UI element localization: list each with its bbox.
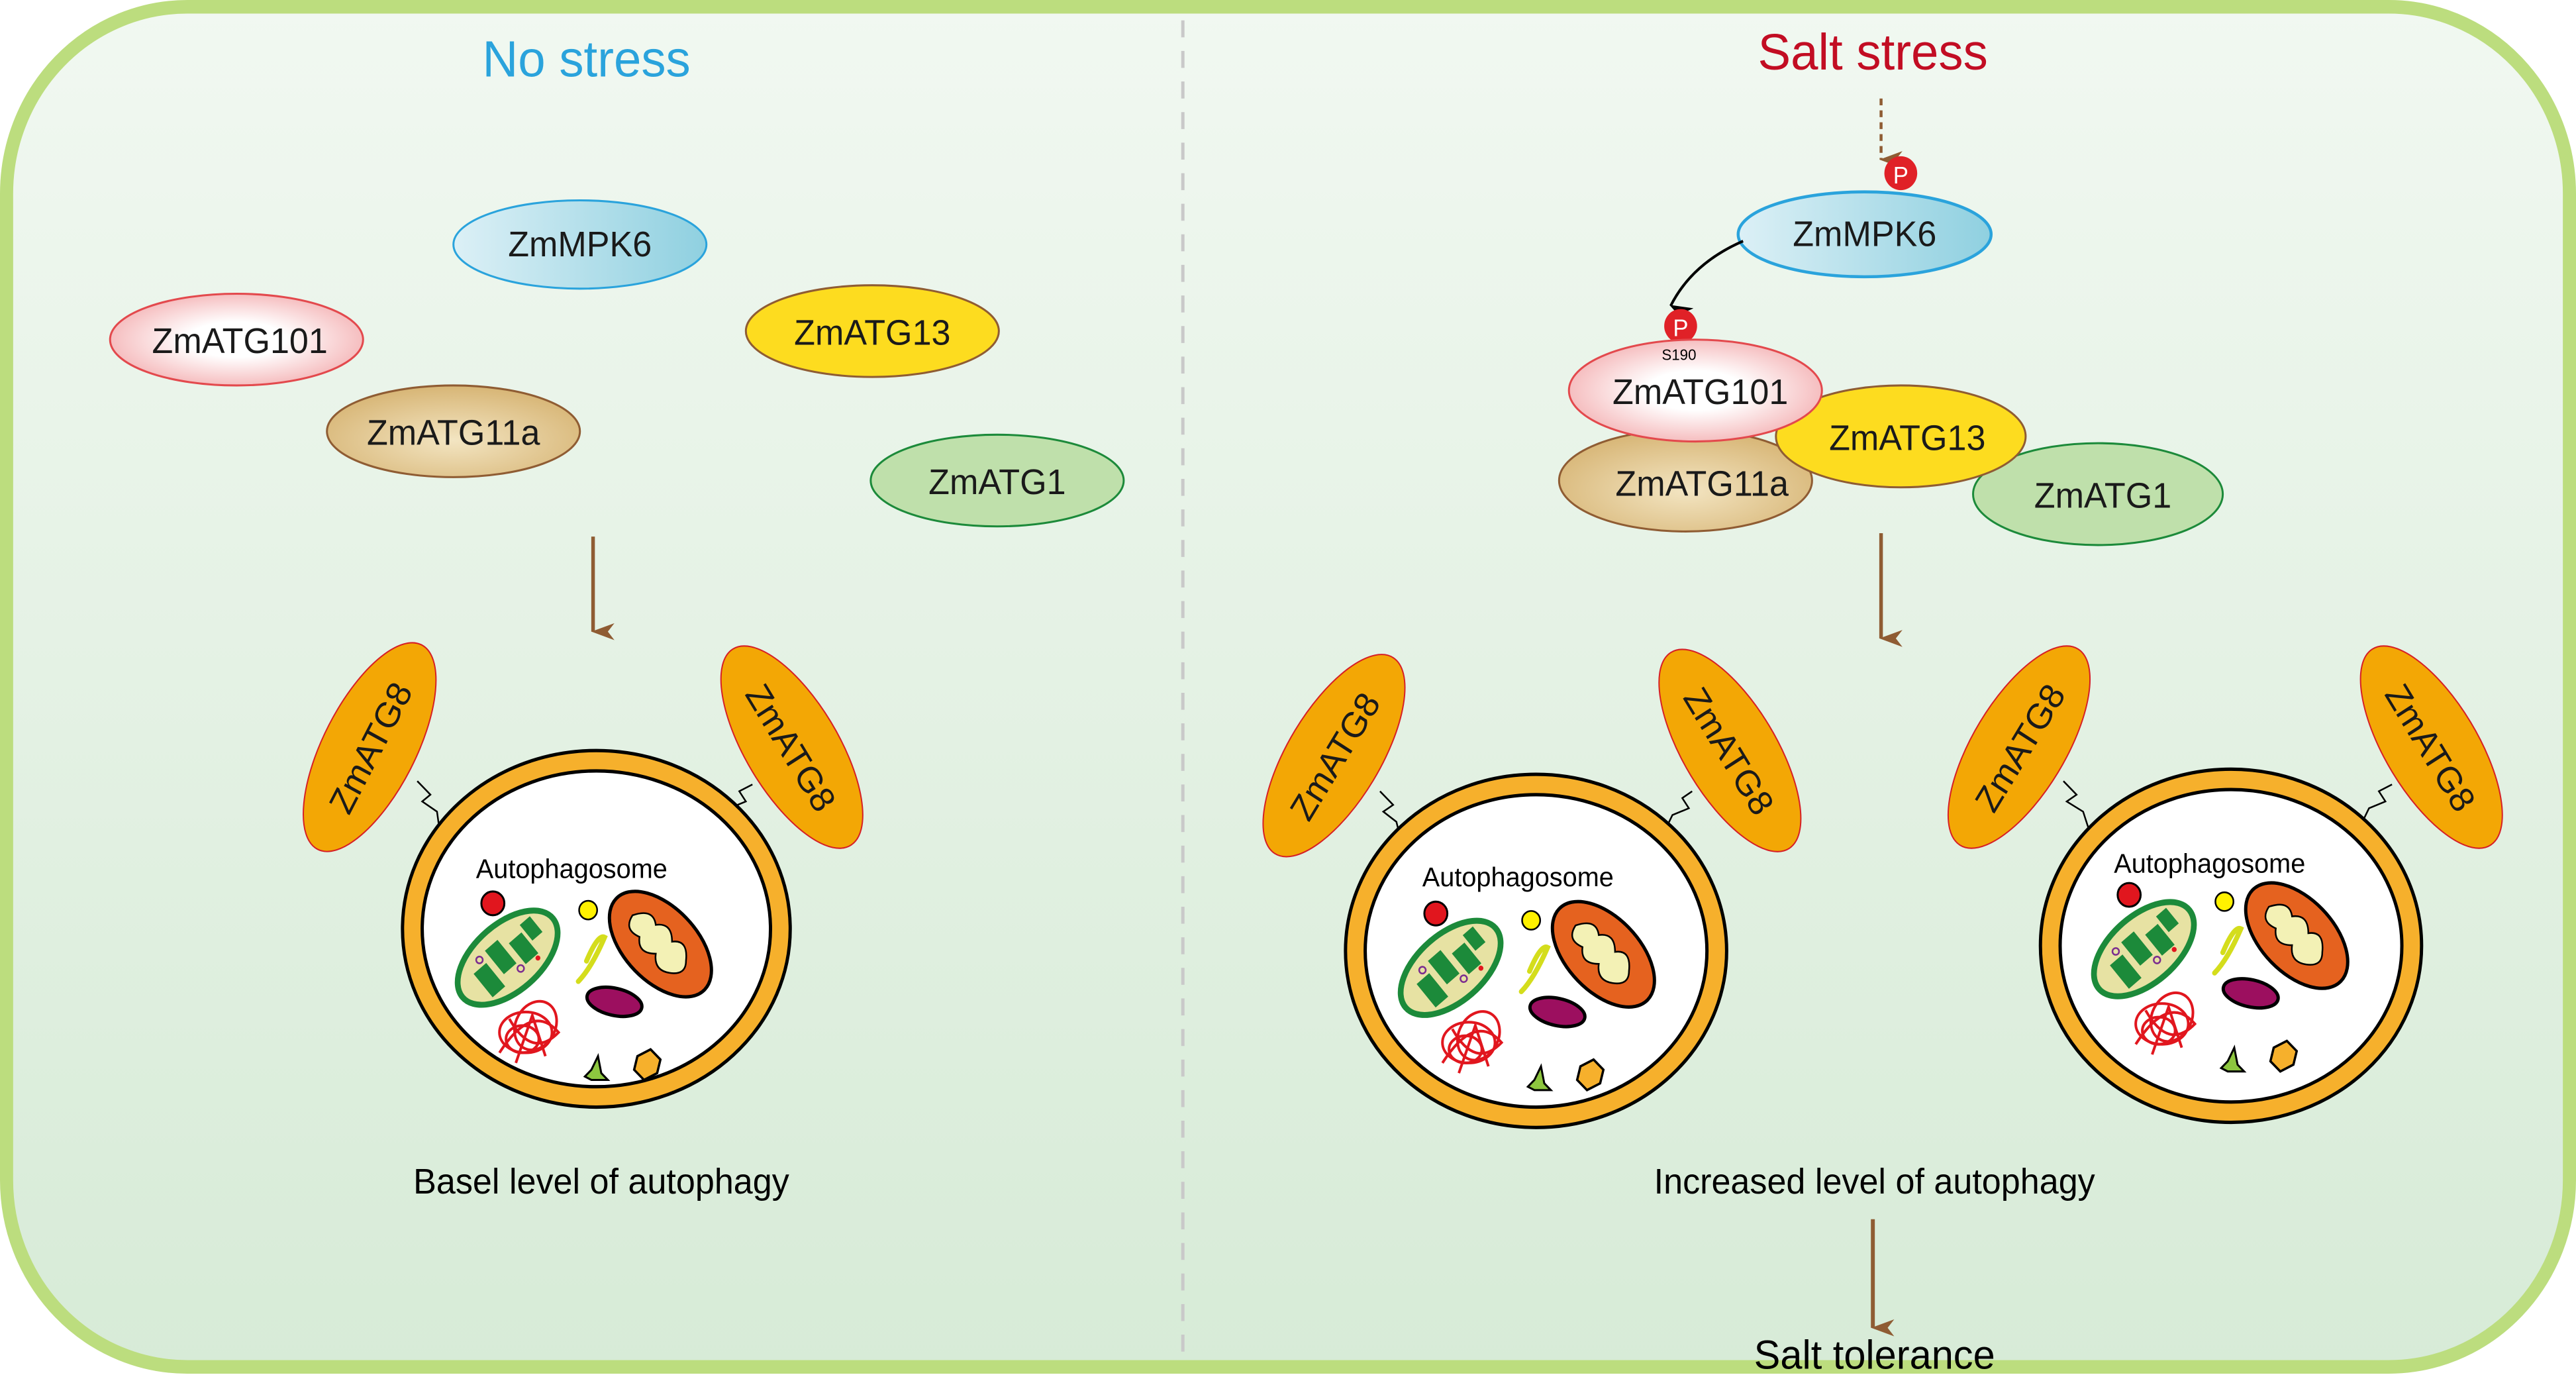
caption-basal-autophagy: Basel level of autophagy xyxy=(413,1162,789,1201)
linker-right-4 xyxy=(2358,784,2393,829)
protein-zmatg13: ZmATG13 xyxy=(744,284,1000,378)
protein-zmatg13-complex: ZmATG13 xyxy=(1775,384,2027,489)
protein-zmmpk6: ZmMPK6 xyxy=(452,199,708,290)
protein-zmatg1-complex: ZmATG1 xyxy=(1972,442,2224,546)
panel-salt-stress: Salt stress P ZmMPK6 ZmATG11a ZmATG1 ZmA… xyxy=(1262,24,2503,1377)
label-zmatg11a: ZmATG11a xyxy=(1615,464,1789,504)
protein-zmatg11a: ZmATG11a xyxy=(326,384,581,478)
autophagosome-left: Autophagosome xyxy=(401,748,792,1109)
label-zmatg1: ZmATG1 xyxy=(928,462,1065,502)
protein-zmatg101: ZmATG101 xyxy=(109,292,364,387)
phospho-label: P xyxy=(1673,315,1688,342)
arrow-phosphorylation xyxy=(1669,240,1744,324)
phospho-site-label: S190 xyxy=(1661,346,1696,363)
label-zmatg1: ZmATG1 xyxy=(2034,476,2171,516)
protein-zmatg11a-complex: ZmATG11a xyxy=(1558,429,1813,533)
linker-left-1 xyxy=(417,780,442,836)
panel-no-stress: No stress ZmMPK6 ZmATG101 ZmATG13 ZmATG1… xyxy=(109,30,1125,1201)
phospho-label: P xyxy=(1893,162,1908,189)
protein-zmatg101-phospho: P S190 ZmATG101 xyxy=(1567,309,1823,443)
label-zmatg101: ZmATG101 xyxy=(152,321,328,361)
label-autophagosome: Autophagosome xyxy=(476,853,668,884)
title-no-stress: No stress xyxy=(483,30,691,87)
label-zmmpk6: ZmMPK6 xyxy=(508,225,652,264)
label-autophagosome: Autophagosome xyxy=(2114,848,2305,879)
label-autophagosome: Autophagosome xyxy=(1422,862,1614,893)
label-zmatg11a: ZmATG11a xyxy=(367,413,540,453)
protein-zmatg1: ZmATG1 xyxy=(869,433,1125,528)
linker-right-3 xyxy=(2063,780,2091,833)
label-zmatg101: ZmATG101 xyxy=(1612,372,1788,412)
phospho-badge xyxy=(1884,156,1918,191)
title-salt-stress: Salt stress xyxy=(1758,24,1988,81)
phospho-badge xyxy=(1664,309,1697,343)
linker-right-2 xyxy=(1661,790,1693,836)
label-zmatg13: ZmATG13 xyxy=(1829,419,1985,458)
label-zmmpk6: ZmMPK6 xyxy=(1793,215,1936,254)
autophagosome-right-2: Autophagosome xyxy=(2038,767,2424,1125)
label-zmatg13: ZmATG13 xyxy=(794,313,950,353)
caption-increased-autophagy: Increased level of autophagy xyxy=(1654,1162,2096,1201)
protein-zmmpk6-active: P ZmMPK6 xyxy=(1736,156,1993,279)
label-salt-tolerance: Salt tolerance xyxy=(1754,1331,1995,1374)
autophagosome-right-1: Autophagosome xyxy=(1344,772,1728,1129)
